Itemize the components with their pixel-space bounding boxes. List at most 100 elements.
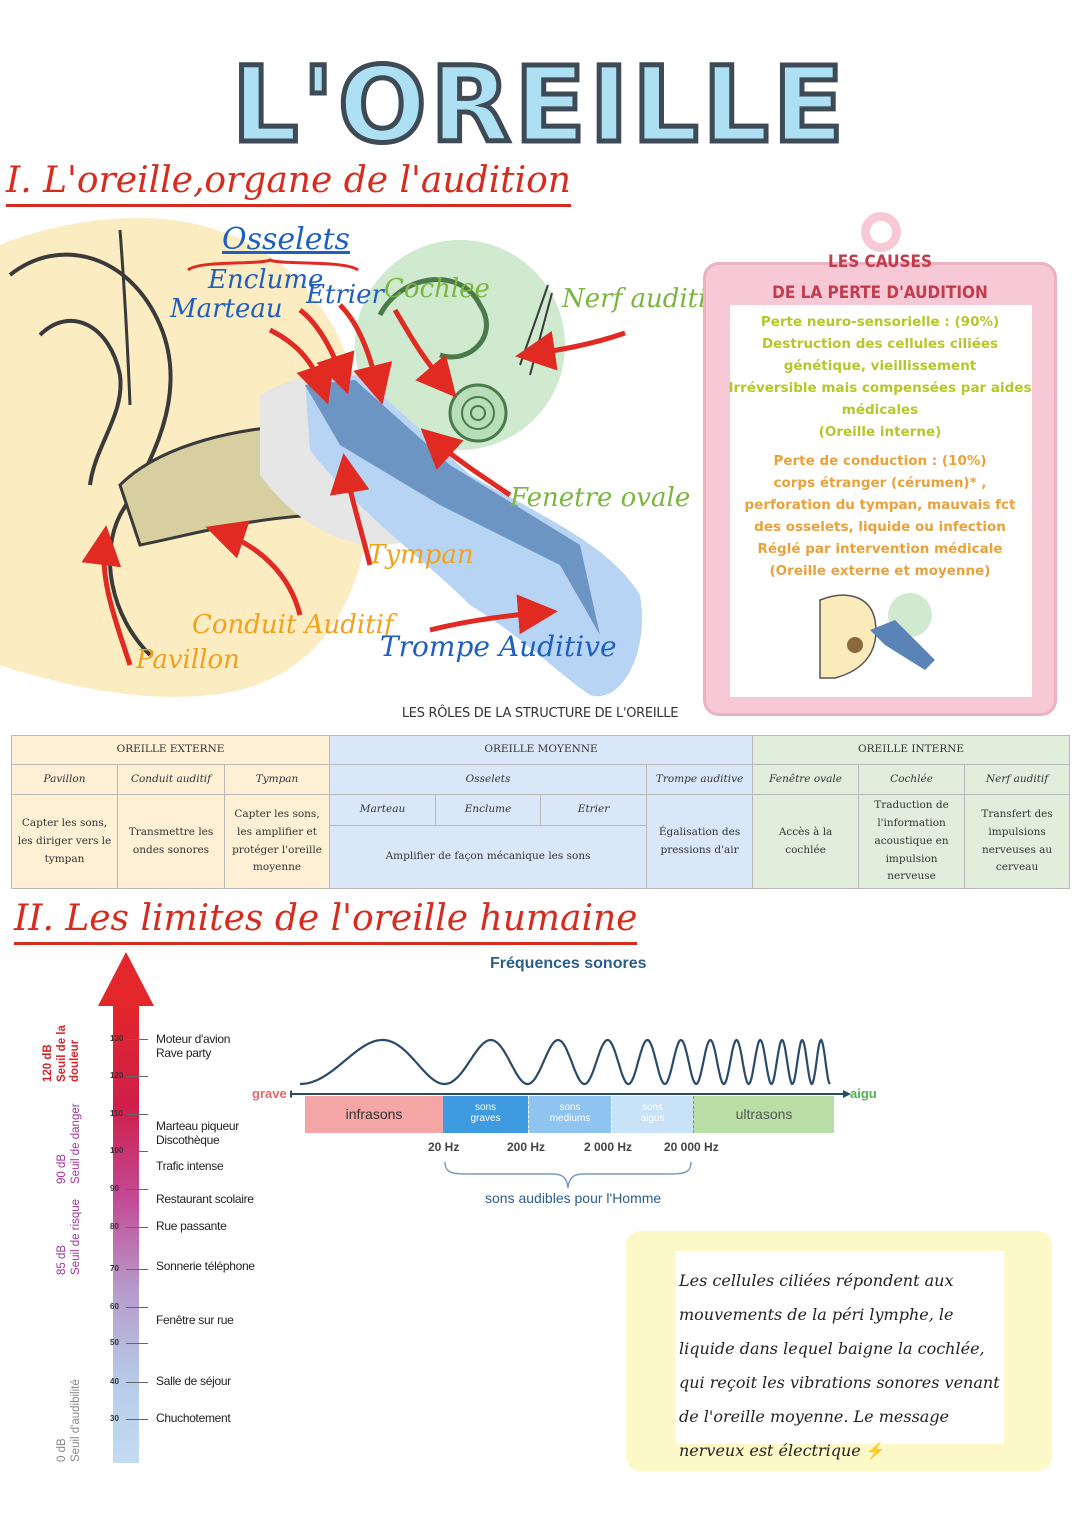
tick-line — [126, 1419, 148, 1420]
role-osselets: Amplifier de façon mécanique les sons — [329, 825, 648, 890]
ear-diagram — [0, 217, 642, 697]
tick-line — [126, 1343, 148, 1344]
tick-line — [126, 1039, 148, 1040]
causes-text: Destruction des cellules ciliées — [761, 336, 999, 352]
note-text: Les cellules ciliées répondent aux mouve… — [679, 1271, 1000, 1460]
causes-text: Réglé par intervention médicale — [757, 541, 1003, 557]
threshold-risk-text: Seuil de risque — [70, 1198, 82, 1275]
causes-text: médicales — [841, 402, 919, 418]
tick-line — [126, 1076, 148, 1077]
role-tympan: Capter les sons, les amplifier et protég… — [223, 793, 331, 890]
causes-title-line2: DE LA PERTE D'AUDITION — [772, 283, 988, 303]
label-marteau: Marteau — [170, 294, 283, 324]
threshold-audibility-db: 0 dB — [56, 1438, 68, 1462]
small-ear-illustration — [819, 593, 935, 679]
part-cochlee: Cochlée — [858, 764, 966, 795]
group-oreille-moyenne: OREILLE MOYENNE — [329, 735, 754, 765]
tick-label: 60 — [110, 1302, 119, 1311]
frequency-wave — [290, 1038, 851, 1098]
group-oreille-interne: OREILLE INTERNE — [752, 735, 1071, 765]
ruler-arrow-head — [98, 952, 154, 1006]
level-label: Moteur d'avion — [156, 1032, 231, 1046]
role-pavillon: Capter les sons, les diriger vers le tym… — [11, 793, 118, 890]
decibel-bar — [113, 1005, 139, 1463]
audible-brace — [444, 1161, 692, 1189]
tick-line — [126, 1269, 148, 1270]
label-fenetre-ovale: Fenetre ovale — [510, 483, 691, 513]
label-etrier: Etrier — [306, 280, 384, 310]
tick-label: 30 — [110, 1414, 119, 1423]
section-1-heading: I. L'oreille,organe de l'audition — [6, 160, 571, 207]
tick-label: 90 — [110, 1184, 119, 1193]
role-fenetre: Accès à la cochlée — [752, 793, 860, 890]
causes-title-line1: LES CAUSES — [828, 252, 932, 272]
lightning-icon: ⚡ — [865, 1441, 886, 1460]
sub-enclume: Enclume — [435, 793, 542, 827]
tick-label: 40 — [110, 1377, 119, 1386]
label-enclume: Enclume — [208, 265, 324, 295]
tick-line — [126, 1227, 148, 1228]
threshold-danger-text: Seuil de danger — [70, 1103, 82, 1184]
tick-label: 130 — [110, 1034, 124, 1043]
label-cochlee: Cochlee — [384, 274, 490, 304]
level-label: Sonnerie téléphone — [156, 1259, 255, 1273]
tick-label: 110 — [110, 1109, 123, 1118]
audible-label: sons audibles pour l'Homme — [485, 1190, 662, 1206]
threshold-audibility-text: Seuil d'audibilité — [70, 1379, 82, 1462]
causes-text: Irréversible mais compensées par aides — [728, 380, 1032, 396]
sub-marteau: Marteau — [329, 793, 437, 827]
causes-text: Perte de conduction : (10%) — [773, 453, 987, 469]
hz-label: 200 Hz — [507, 1140, 546, 1154]
sub-etrier: Etrier — [540, 793, 648, 827]
tick-line — [126, 1114, 148, 1115]
band-infrasons: infrasons — [305, 1096, 443, 1133]
tick-line — [126, 1307, 148, 1308]
level-label: Trafic intense — [156, 1159, 224, 1173]
level-label: Restaurant scolaire — [156, 1192, 254, 1206]
level-label: Fenêtre sur rue — [156, 1313, 234, 1327]
note-box — [676, 1251, 1004, 1444]
label-tympan: Tympan — [368, 540, 474, 570]
causes-text: Perte neuro-sensorielle : (90%) — [760, 314, 1000, 330]
threshold-danger-db: 90 dB — [56, 1153, 68, 1184]
part-nerf: Nerf auditif — [964, 764, 1071, 795]
roles-table: OREILLE EXTERNE OREILLE MOYENNE OREILLE … — [10, 735, 1071, 890]
causes-text: corps étranger (cérumen)* , — [773, 475, 987, 491]
label-trompe-auditive: Trompe Auditive — [380, 630, 617, 663]
part-fenetre: Fenêtre ovale — [752, 764, 860, 795]
hz-label: 20 Hz — [428, 1140, 460, 1154]
role-conduit: Transmettre les ondes sonores — [117, 793, 225, 890]
page-title: L'OREILLE — [230, 42, 848, 169]
threshold-risk-db: 85 dB — [56, 1244, 68, 1275]
label-nerf-auditif: Nerf auditif — [562, 284, 717, 314]
cochlea-shape — [355, 240, 565, 450]
tick-line — [126, 1189, 148, 1190]
tick-label: 50 — [110, 1338, 119, 1347]
tick-label: 120 — [110, 1071, 124, 1080]
causes-text: génétique, vieillissement — [783, 358, 977, 374]
causes-text: perforation du tympan, mauvais fct — [744, 497, 1016, 513]
card-hanger-ring — [861, 212, 901, 252]
hz-label: 2 000 Hz — [584, 1140, 633, 1154]
level-label: Salle de séjour — [156, 1374, 231, 1388]
level-label: Rue passante — [156, 1219, 227, 1233]
band-ultrasons: ultrasons — [693, 1096, 834, 1133]
role-nerf: Transfert des impulsions nerveuses au ce… — [964, 793, 1071, 890]
tick-line — [126, 1382, 148, 1383]
threshold-pain-db: 120 dB — [42, 1044, 54, 1082]
level-label: Marteau piqueur — [156, 1119, 239, 1133]
section-2-heading: II. Les limites de l'oreille humaine — [14, 898, 638, 945]
part-tympan: Tympan — [223, 764, 331, 795]
tick-label: 100 — [110, 1146, 124, 1155]
level-label: Discothèque — [156, 1133, 220, 1147]
part-osselets: Osselets — [329, 764, 648, 795]
label-pavillon: Pavillon — [136, 645, 240, 675]
label-grave: grave — [252, 1086, 287, 1101]
causes-text: (Oreille externe et moyenne) — [769, 563, 991, 579]
tick-line — [126, 1151, 148, 1152]
label-osselets: Osselets — [222, 222, 350, 257]
label-conduit-auditif: Conduit Auditif — [192, 610, 394, 640]
part-conduit: Conduit auditif — [117, 764, 225, 795]
causes-text: (Oreille interne) — [818, 424, 942, 440]
